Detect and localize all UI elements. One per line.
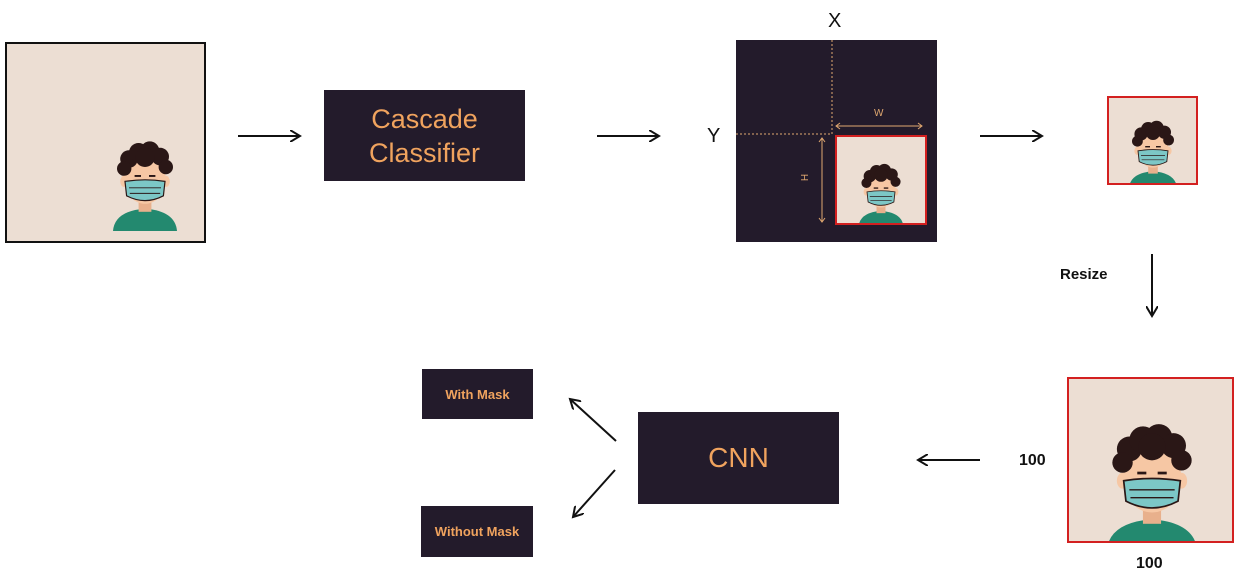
axis-y-label: Y: [707, 125, 721, 147]
without-mask-box: Without Mask: [421, 506, 533, 557]
with-mask-box: With Mask: [422, 369, 533, 419]
arrow-right-3: [980, 126, 1048, 146]
dim-w-label: W: [874, 108, 884, 119]
coordinate-guides: [736, 40, 923, 223]
arrow-down: [1142, 254, 1162, 322]
resize-label: Resize: [1060, 266, 1108, 283]
arrow-right-2: [597, 126, 665, 146]
cropped-face: [1107, 96, 1198, 185]
detection-frame: W H: [736, 40, 937, 242]
axis-x-label: X: [828, 10, 842, 32]
detected-face-region: [835, 135, 927, 225]
cascade-label-line1: Cascade: [371, 103, 478, 134]
cnn-label: CNN: [708, 442, 769, 473]
masked-person-illustration: [1105, 423, 1199, 541]
arrow-to-with-mask: [560, 390, 617, 442]
resized-face: [1067, 377, 1234, 543]
arrow-left: [914, 450, 980, 470]
arrow-right-1: [238, 126, 306, 146]
cascade-label-line2: Classifier: [368, 137, 481, 168]
masked-person-illustration: [858, 163, 904, 223]
without-mask-label: Without Mask: [434, 524, 520, 539]
masked-person-illustration: [112, 140, 178, 232]
input-image: [5, 42, 206, 243]
cascade-classifier-box: Cascade Classifier: [324, 90, 525, 181]
arrow-to-without-mask: [563, 469, 616, 525]
size-label-bottom: 100: [1136, 555, 1163, 572]
cnn-box: CNN: [638, 412, 839, 504]
dim-h-label: H: [798, 173, 810, 182]
masked-person-illustration: [1128, 120, 1178, 183]
with-mask-label: With Mask: [445, 386, 510, 402]
size-label-side: 100: [1019, 452, 1046, 469]
